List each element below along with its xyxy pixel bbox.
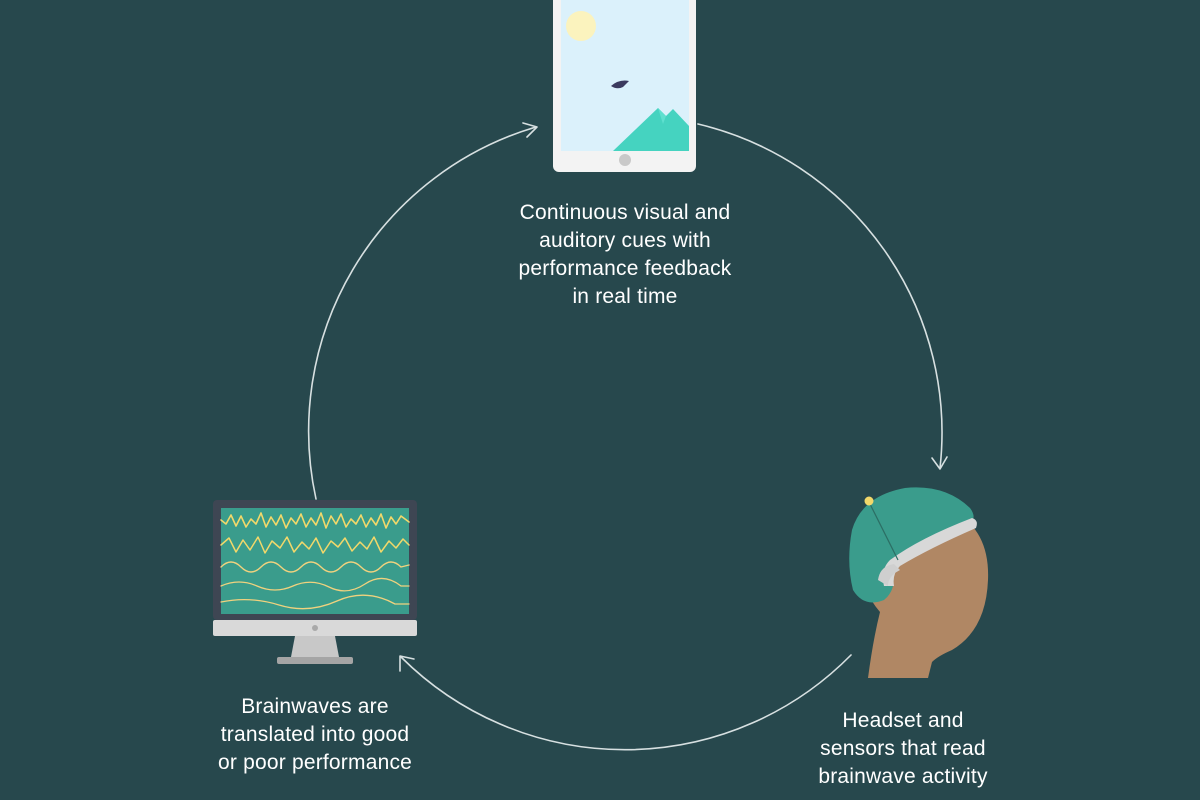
caption-line: performance feedback — [518, 257, 732, 280]
caption-line: brainwave activity — [818, 765, 988, 788]
tablet-icon — [553, 0, 696, 172]
arrowhead-to-head — [931, 456, 948, 470]
wave-1 — [220, 512, 410, 529]
caption-line: Headset and — [842, 709, 964, 732]
headset-band — [882, 518, 977, 586]
wave-4 — [220, 577, 410, 592]
wave-5 — [220, 594, 410, 610]
caption-visual-cues: Continuous visual and auditory cues with… — [470, 199, 780, 311]
arrowhead-to-tablet — [522, 122, 538, 138]
headset-clip — [878, 564, 900, 586]
sensor-wire — [868, 501, 899, 561]
arc-tablet-to-head — [697, 123, 943, 469]
caption-line: in real time — [572, 285, 678, 308]
cycle-arrows — [307, 122, 948, 751]
caption-brainwaves-translated: Brainwaves are translated into good or p… — [180, 693, 450, 777]
wave-3 — [220, 561, 410, 573]
head-with-headset-icon — [849, 487, 989, 678]
caption-line: Continuous visual and — [519, 201, 731, 224]
bird-icon — [611, 80, 629, 89]
sensor-icon — [864, 496, 874, 506]
caption-headset-sensors: Headset and sensors that read brainwave … — [783, 707, 1023, 791]
wave-2 — [220, 536, 410, 554]
caption-line: translated into good — [220, 723, 410, 746]
monitor-icon — [213, 500, 417, 664]
arc-monitor-to-tablet — [307, 126, 537, 500]
caption-line: or poor performance — [217, 751, 413, 774]
arrowhead-to-monitor — [399, 655, 415, 672]
arc-head-to-monitor — [400, 654, 852, 751]
caption-line: Brainwaves are — [241, 695, 389, 718]
caption-line: sensors that read — [820, 737, 986, 760]
caption-line: auditory cues with — [539, 229, 711, 252]
